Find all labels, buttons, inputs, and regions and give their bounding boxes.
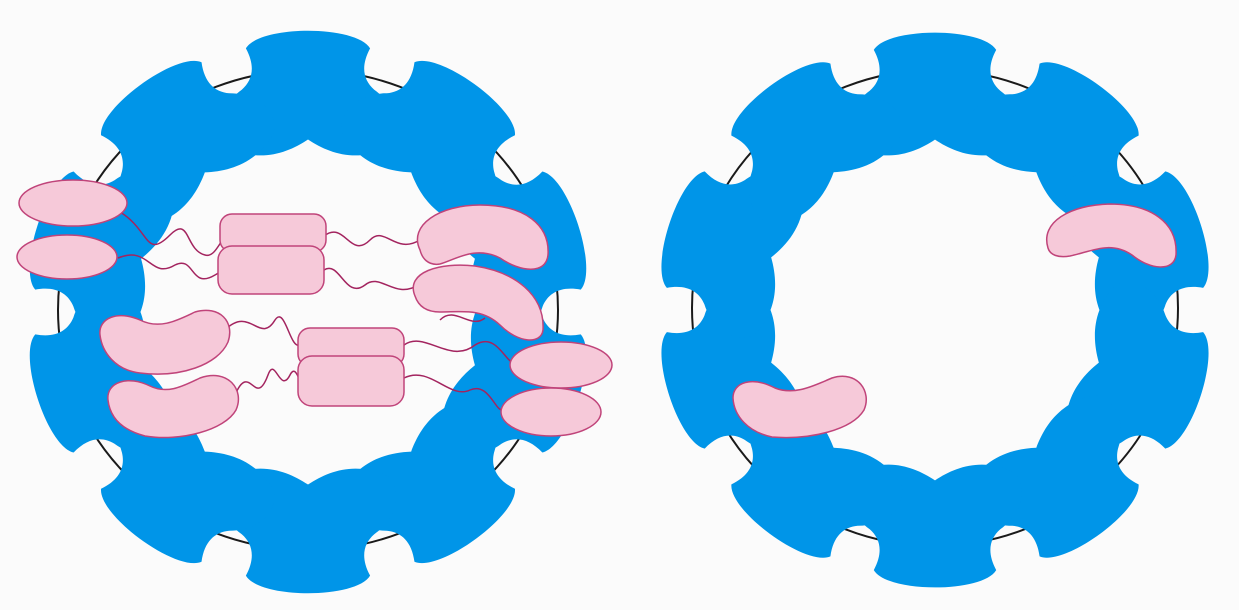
pink-oval-domain bbox=[510, 342, 612, 388]
pink-oval-domain bbox=[17, 235, 117, 279]
pink-bean-domain bbox=[108, 376, 239, 438]
right-ring-assembly bbox=[642, 33, 1227, 588]
pink-rect-domain bbox=[298, 356, 404, 406]
linker-wire bbox=[324, 268, 418, 289]
pink-bean-domain bbox=[733, 376, 866, 437]
linker-wire bbox=[235, 369, 300, 395]
pink-oval-domain bbox=[501, 388, 601, 436]
pink-rect-domain bbox=[218, 246, 324, 294]
linker-wire bbox=[225, 317, 300, 345]
linker-wire bbox=[324, 232, 420, 246]
right-blue-subunits bbox=[642, 33, 1227, 588]
pink-oval-domain bbox=[19, 180, 127, 226]
pink-bean-domain bbox=[100, 310, 230, 374]
left-ring-assembly bbox=[10, 31, 612, 593]
